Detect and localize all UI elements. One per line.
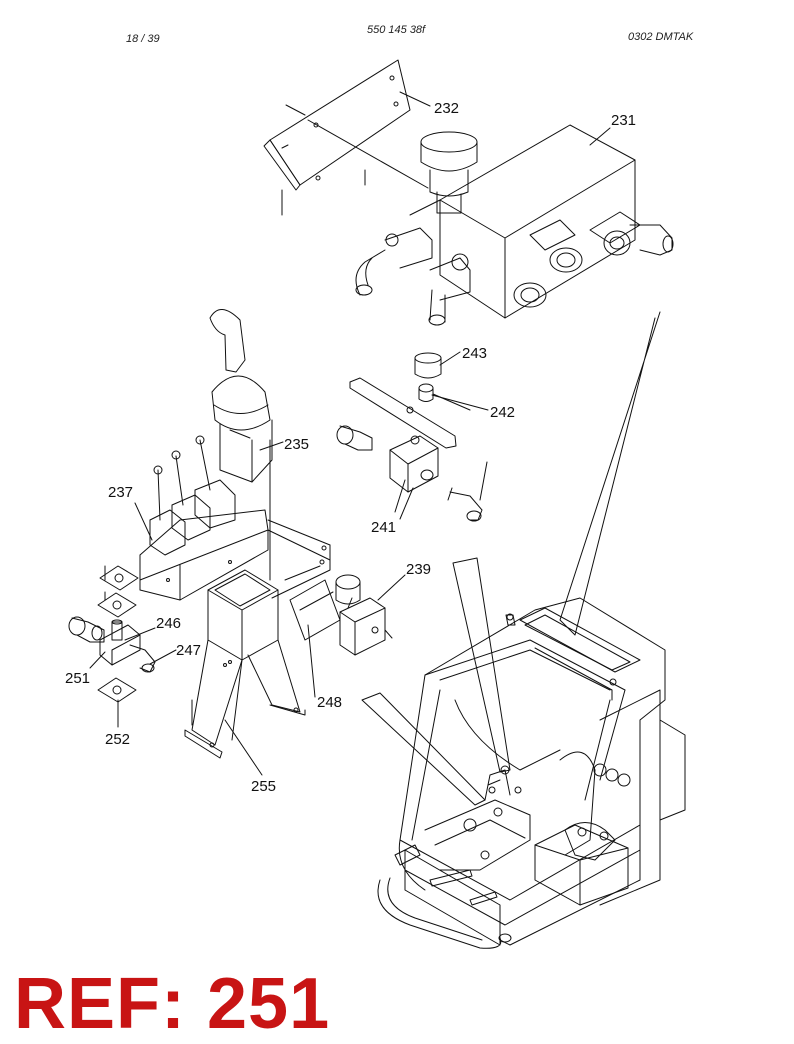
callout-243: 243 <box>462 345 487 362</box>
callout-239: 239 <box>406 561 431 578</box>
leader-long-231 <box>559 311 661 636</box>
callout-251: 251 <box>65 670 90 687</box>
callout-247: 247 <box>176 642 201 659</box>
part-mount-bracket <box>267 519 331 599</box>
leader-lines <box>89 91 611 776</box>
part-239-valve <box>335 574 393 656</box>
part-232-plate <box>263 59 429 216</box>
part-bracket-rail <box>349 377 457 449</box>
part-255-stand <box>184 569 306 759</box>
callout-242: 242 <box>490 404 515 421</box>
part-248-plate <box>289 579 341 641</box>
callout-252: 252 <box>105 731 130 748</box>
page-number: 18 / 39 <box>126 33 160 45</box>
callout-231: 231 <box>611 112 636 129</box>
part-231-valve-block <box>355 124 674 326</box>
part-246-plug <box>111 619 123 641</box>
pointer-left <box>361 692 486 806</box>
callout-235: 235 <box>284 436 309 453</box>
part-252-gaskets <box>97 565 139 703</box>
part-237-lever-unit <box>139 435 269 601</box>
part-251-fitting <box>68 616 141 666</box>
callout-255: 255 <box>251 778 276 795</box>
callout-237: 237 <box>108 484 133 501</box>
revision-code: 0302 DMTAK <box>628 31 694 43</box>
part-243-cap <box>414 352 442 379</box>
pointer-center <box>452 557 511 773</box>
part-242-bushing <box>418 383 471 411</box>
part-241-valve <box>336 425 488 522</box>
part-235-joystick <box>209 309 273 483</box>
callout-232: 232 <box>434 100 459 117</box>
machine-housing <box>377 597 686 949</box>
callout-246: 246 <box>156 615 181 632</box>
reference-label: REF: 251 <box>14 964 331 1044</box>
callout-248: 248 <box>317 694 342 711</box>
part-247-elbow <box>129 644 156 673</box>
document-number: 550 145 38f <box>367 24 426 36</box>
callout-241: 241 <box>371 519 396 536</box>
